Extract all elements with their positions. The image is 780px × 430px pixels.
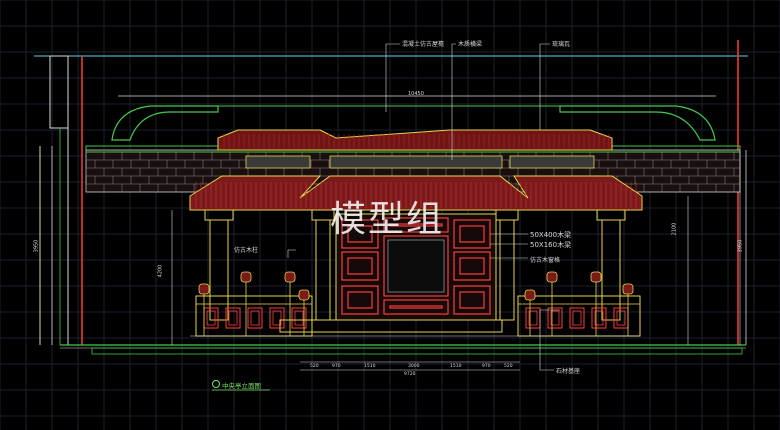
callout-column: 仿古木柱 bbox=[234, 247, 259, 254]
dim-bottom-4: 3000 bbox=[408, 364, 420, 369]
railings bbox=[195, 271, 641, 337]
callout-beam-400: 50X400木梁 bbox=[530, 231, 572, 239]
dim-top: 10450 bbox=[408, 91, 424, 97]
dim-bottom-3: 1510 bbox=[364, 364, 376, 369]
dim-bottom-5: 1510 bbox=[450, 364, 462, 369]
dim-bottom-2: 970 bbox=[332, 364, 341, 369]
callout-beam-160: 50X160木梁 bbox=[530, 241, 572, 249]
upper-roof-tiles bbox=[223, 134, 610, 148]
callout-base: 石材基座 bbox=[556, 368, 581, 375]
callout-window: 仿古木窗格 bbox=[530, 257, 561, 264]
center-lattice-panel bbox=[329, 155, 503, 169]
dim-bottom-total: 9720 bbox=[404, 372, 416, 377]
leader-lines bbox=[287, 43, 560, 371]
left-wall bbox=[39, 55, 83, 345]
upper-roof bbox=[217, 129, 613, 151]
lower-roof-tiles bbox=[195, 182, 637, 208]
left-arch-cornice bbox=[111, 105, 219, 141]
drawing-title: 中央亭立面图 bbox=[222, 382, 261, 390]
right-wall bbox=[737, 40, 747, 345]
dim-bottom-6: 970 bbox=[482, 364, 491, 369]
dim-bottom-1: 520 bbox=[310, 364, 319, 369]
dimension-lines bbox=[39, 146, 741, 371]
right-arch-cornice bbox=[559, 105, 716, 141]
callout-tile: 琉璃瓦 bbox=[552, 41, 571, 48]
dim-left-outer: 3950 bbox=[33, 239, 40, 253]
dim-right: 2100 bbox=[671, 222, 678, 236]
watermark-text: 模型组 bbox=[330, 199, 445, 240]
callout-eave: 混凝土仿古屋檐 bbox=[402, 41, 445, 48]
central-window-frame bbox=[335, 213, 497, 321]
callout-beam: 木质横梁 bbox=[458, 41, 483, 48]
left-lattice-panel bbox=[245, 155, 311, 169]
title-marker bbox=[212, 380, 220, 388]
dim-left-inner: 4200 bbox=[157, 264, 164, 278]
dim-bottom-7: 520 bbox=[504, 364, 513, 369]
base bbox=[60, 319, 746, 355]
dim-right-outer: 3950 bbox=[737, 239, 744, 253]
right-lattice-panel bbox=[509, 155, 595, 169]
